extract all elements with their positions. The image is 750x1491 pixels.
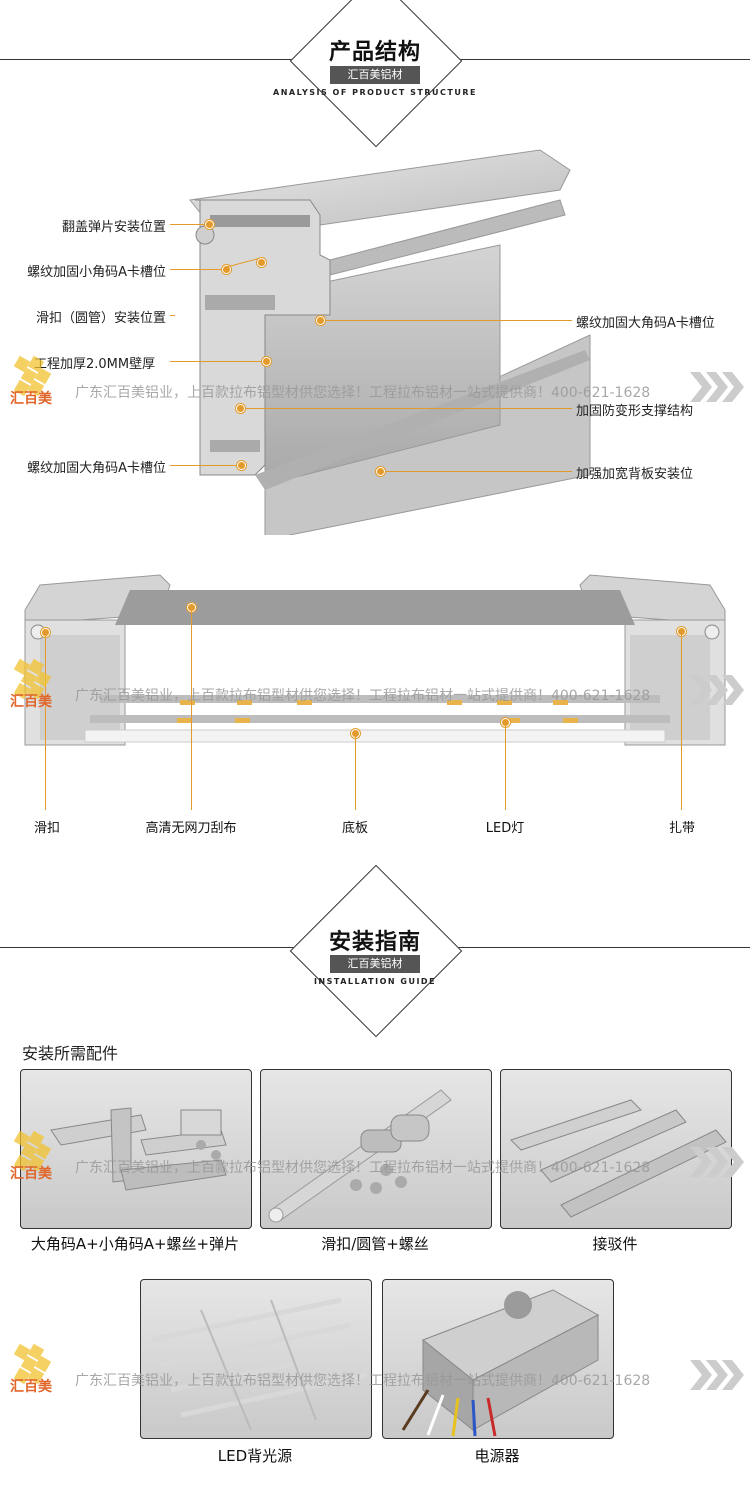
section-subtitle: ANALYSIS OF PRODUCT STRUCTURE [273, 88, 477, 97]
label-slide-buckle: 滑扣（圆管）安装位置 [35, 311, 166, 326]
card-led-backlight [140, 1279, 372, 1439]
watermark-text: 广东汇百美铝业，上百款拉布铝型材供您选择！工程拉布铝材一站式提供商！400-62… [75, 1160, 651, 1176]
cross-section-illustration [24, 574, 726, 746]
accessories-heading: 安装所需配件 [22, 1044, 119, 1063]
pointer-line [170, 224, 210, 225]
label-reinforce-support: 加固防变形支撑结构 [576, 404, 694, 419]
section-title: 安装指南 [328, 930, 421, 955]
led-chip [497, 700, 512, 705]
pointer-dot [257, 258, 266, 267]
led-chip [447, 700, 462, 705]
led-chip [553, 700, 568, 705]
led-chip [505, 718, 520, 723]
pointer-dot [376, 467, 385, 476]
connector-plate-icon [510, 1099, 727, 1218]
pointer-dot [205, 220, 214, 229]
label-small-corner-slot: 螺纹加固小角码A卡槽位 [27, 265, 166, 280]
pointer-dot [262, 357, 271, 366]
label-large-corner-slot-left: 螺纹加固大角码A卡槽位 [27, 461, 166, 476]
brand-logo-icon: 汇百美 [10, 1338, 65, 1398]
led-chip [180, 700, 195, 705]
led-strip-icon [150, 1297, 367, 1431]
profile-illustration [189, 149, 591, 535]
section-title: 产品结构 [328, 40, 421, 65]
stripes-icon [690, 675, 744, 705]
led-chip [297, 700, 312, 705]
caption-connector: 接驳件 [592, 1235, 638, 1253]
caption-led-backlight: LED背光源 [217, 1447, 293, 1465]
pointer-line [191, 610, 192, 810]
label-led: LED灯 [485, 821, 525, 836]
card-power-supply [382, 1279, 614, 1439]
pointer-line [45, 635, 46, 810]
caption-corner-kit: 大角码A+小角码A+螺丝+弹片 [30, 1235, 240, 1253]
corner-bracket-icon [50, 1107, 227, 1191]
led-chip [237, 700, 252, 705]
watermark: 汇百美 广东汇百美铝业，上百款拉布铝型材供您选择！工程拉布铝材一站式提供商！40… [0, 1343, 750, 1400]
stripes-icon [690, 1360, 744, 1390]
pointer-line [320, 320, 572, 321]
brand-logo-icon: 汇百美 [10, 653, 65, 713]
label-large-corner-slot-right: 螺纹加固大角码A卡槽位 [576, 316, 715, 331]
pointer-line [240, 408, 572, 409]
pointer-dot [316, 316, 325, 325]
card-corner-kit [20, 1069, 252, 1229]
label-bottom-plate: 底板 [341, 821, 368, 836]
label-flip-spring: 翻盖弹片安装位置 [61, 220, 166, 235]
pointer-line [505, 725, 506, 810]
tube-icon [268, 1089, 452, 1223]
pointer-line [380, 471, 572, 472]
brand-tag: 汇百美铝材 [330, 66, 420, 84]
label-cable-tie: 扎带 [668, 821, 695, 836]
caption-slide-tube: 滑扣/圆管+螺丝 [321, 1235, 429, 1253]
power-supply-icon [401, 1289, 600, 1437]
watermark-text: 广东汇百美铝业，上百款拉布铝型材供您选择！工程拉布铝材一站式提供商！400-62… [75, 688, 651, 704]
watermark-text: 广东汇百美铝业，上百款拉布铝型材供您选择！工程拉布铝材一站式提供商！400-62… [75, 1373, 651, 1389]
section-subtitle: INSTALLATION GUIDE [313, 977, 437, 986]
watermark: 汇百美 广东汇百美铝业，上百款拉布铝型材供您选择！工程拉布铝材一站式提供商！40… [0, 355, 750, 412]
pointer-line [355, 736, 356, 810]
led-chip [563, 718, 578, 723]
caption-power-supply: 电源器 [474, 1447, 520, 1465]
pointer-line [170, 465, 240, 466]
brand-logo-icon: 汇百美 [10, 1125, 65, 1185]
led-chip [235, 718, 250, 723]
label-backplate-mount: 加强加宽背板安装位 [576, 467, 694, 482]
pointer-line [681, 634, 682, 810]
stripes-icon [690, 372, 744, 402]
watermark: 汇百美 广东汇百美铝业，上百款拉布铝型材供您选择！工程拉布铝材一站式提供商！40… [0, 1130, 750, 1187]
label-wall-thickness: 工程加厚2.0MM壁厚 [34, 357, 156, 372]
card-slide-tube [260, 1069, 492, 1229]
brand-tag: 汇百美铝材 [330, 955, 420, 973]
watermark: 汇百美 广东汇百美铝业，上百款拉布铝型材供您选择！工程拉布铝材一站式提供商！40… [0, 658, 750, 715]
brand-logo-icon: 汇百美 [10, 350, 65, 410]
watermark-text: 广东汇百美铝业，上百款拉布铝型材供您选择！工程拉布铝材一站式提供商！400-62… [75, 385, 651, 401]
label-slide-buckle-2: 滑扣 [33, 821, 60, 836]
stripes-icon [690, 1147, 744, 1177]
pointer-line [170, 315, 175, 316]
pointer-dot [237, 461, 246, 470]
pointer-line [170, 269, 225, 270]
pointer-line [170, 361, 265, 362]
label-fabric: 高清无网刀刮布 [145, 821, 237, 836]
pointer-dot [236, 404, 245, 413]
led-chip [177, 718, 192, 723]
